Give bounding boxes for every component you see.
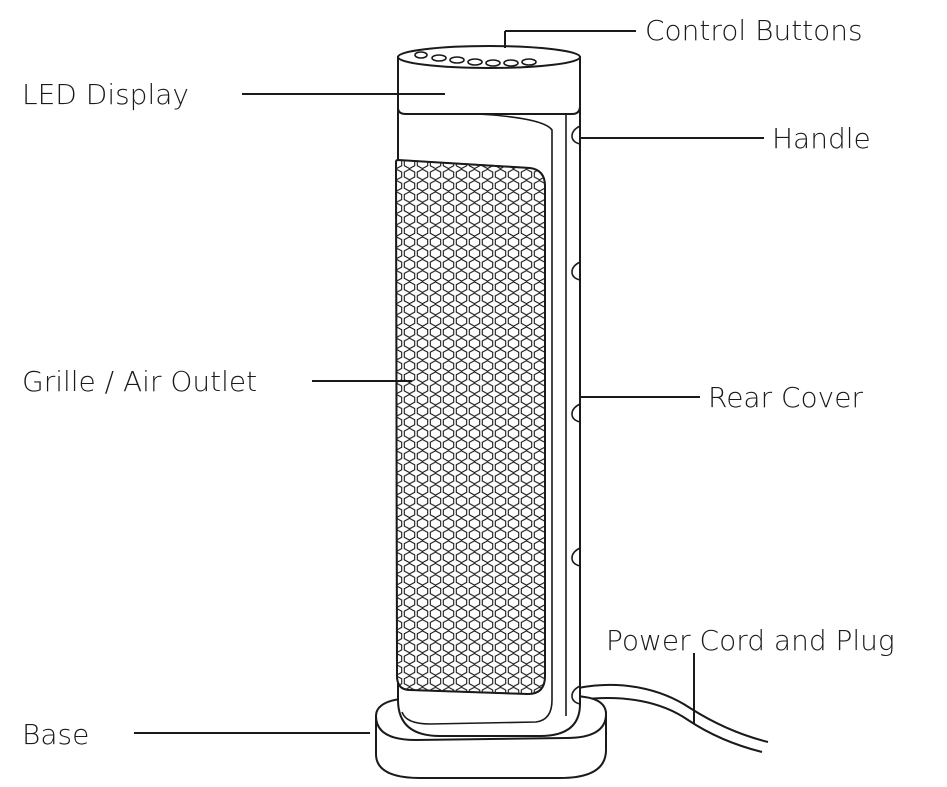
top-cap <box>397 45 581 115</box>
label-rear-cover: Rear Cover <box>708 381 863 414</box>
label-led-display: LED Display <box>22 78 189 111</box>
label-power-cord-and-plug: Power Cord and Plug <box>606 624 895 657</box>
label-control-buttons: Control Buttons <box>645 14 863 47</box>
label-grille-air-outlet: Grille / Air Outlet <box>22 365 257 398</box>
label-handle: Handle <box>772 122 871 155</box>
label-base: Base <box>22 718 89 751</box>
control-button-row <box>414 51 537 67</box>
power-cord <box>577 683 769 753</box>
grille-panel <box>395 159 546 695</box>
